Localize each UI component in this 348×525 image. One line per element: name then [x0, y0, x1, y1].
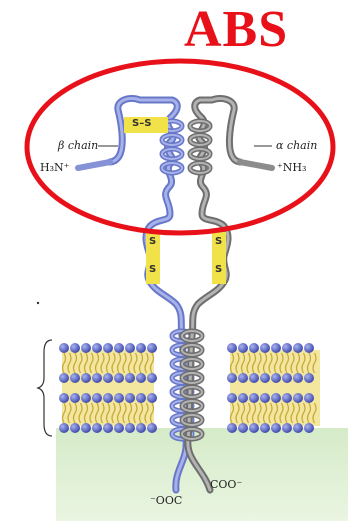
lipid-head [293, 393, 303, 403]
lipid-head [81, 393, 91, 403]
lipid-head [59, 343, 69, 353]
membrane-bilayer-right [230, 350, 320, 426]
lipid-head [293, 423, 303, 433]
lipid-head [304, 393, 314, 403]
lipid-head [70, 343, 80, 353]
lipid-head [59, 423, 69, 433]
lipid-head [249, 373, 259, 383]
lipid-head [260, 423, 270, 433]
amino-terminus-right: ⁺NH₃ [277, 161, 306, 174]
lipid-head [92, 343, 102, 353]
lipid-head [249, 393, 259, 403]
lipid-head [260, 373, 270, 383]
lipid-head [114, 423, 124, 433]
lipid-head [136, 423, 146, 433]
lipid-head [293, 343, 303, 353]
lipid-head [227, 393, 237, 403]
lipid-head [136, 373, 146, 383]
lipid-head [92, 393, 102, 403]
lipid-head [304, 423, 314, 433]
lipid-head [282, 393, 292, 403]
beta-chain-label: β chain [58, 139, 98, 152]
lipid-head [125, 373, 135, 383]
lipid-head [260, 343, 270, 353]
disulfide-label-top: S–S [132, 118, 151, 129]
carboxyl-terminus-left: ⁻OOC [150, 494, 182, 507]
lipid-head [293, 373, 303, 383]
lipid-head [304, 343, 314, 353]
lipid-head [238, 343, 248, 353]
lipid-head [304, 373, 314, 383]
lipid-head [92, 373, 102, 383]
lipid-head [227, 373, 237, 383]
amino-terminus-left: H₃N⁺ [40, 161, 69, 174]
lipid-head [147, 393, 157, 403]
carboxyl-terminus-right: COO⁻ [210, 478, 242, 491]
lipid-head [271, 423, 281, 433]
lipid-head [282, 423, 292, 433]
lipid-head [125, 423, 135, 433]
lipid-head [59, 393, 69, 403]
alpha-chain-label: α chain [276, 139, 317, 152]
lipid-head [249, 343, 259, 353]
membrane-bilayer-left [62, 350, 154, 426]
disulfide-label-right-2: S [215, 264, 222, 275]
lipid-head [103, 373, 113, 383]
annotation-title: ABS [184, 2, 288, 58]
lipid-head [147, 423, 157, 433]
lipid-head [81, 373, 91, 383]
lipid-head [282, 343, 292, 353]
lipid-head [249, 423, 259, 433]
lipid-head [282, 373, 292, 383]
lipid-head [147, 373, 157, 383]
lipid-head [70, 393, 80, 403]
lipid-head [271, 373, 281, 383]
lipid-head [103, 423, 113, 433]
lipid-head [92, 423, 102, 433]
lipid-head [103, 393, 113, 403]
lipid-head [70, 423, 80, 433]
lipid-head [238, 393, 248, 403]
lipid-head [103, 343, 113, 353]
lipid-head [114, 393, 124, 403]
disulfide-label-left-2: S [149, 264, 156, 275]
lipid-head [81, 343, 91, 353]
lipid-head [81, 423, 91, 433]
lipid-head [238, 373, 248, 383]
membrane-bracket [38, 340, 52, 436]
lipid-head [260, 393, 270, 403]
lipid-head [227, 423, 237, 433]
lipid-head [136, 343, 146, 353]
lipid-head [70, 373, 80, 383]
lipid-head [125, 343, 135, 353]
lipid-head [125, 393, 135, 403]
disulfide-label-right-1: S [215, 236, 222, 247]
lipid-head [147, 343, 157, 353]
disulfide-label-left-1: S [149, 236, 156, 247]
lipid-head [114, 343, 124, 353]
lipid-head [238, 423, 248, 433]
lipid-head [271, 393, 281, 403]
lipid-head [227, 343, 237, 353]
lipid-head [136, 393, 146, 403]
lipid-head [59, 373, 69, 383]
lipid-head [114, 373, 124, 383]
lipid-head [271, 343, 281, 353]
